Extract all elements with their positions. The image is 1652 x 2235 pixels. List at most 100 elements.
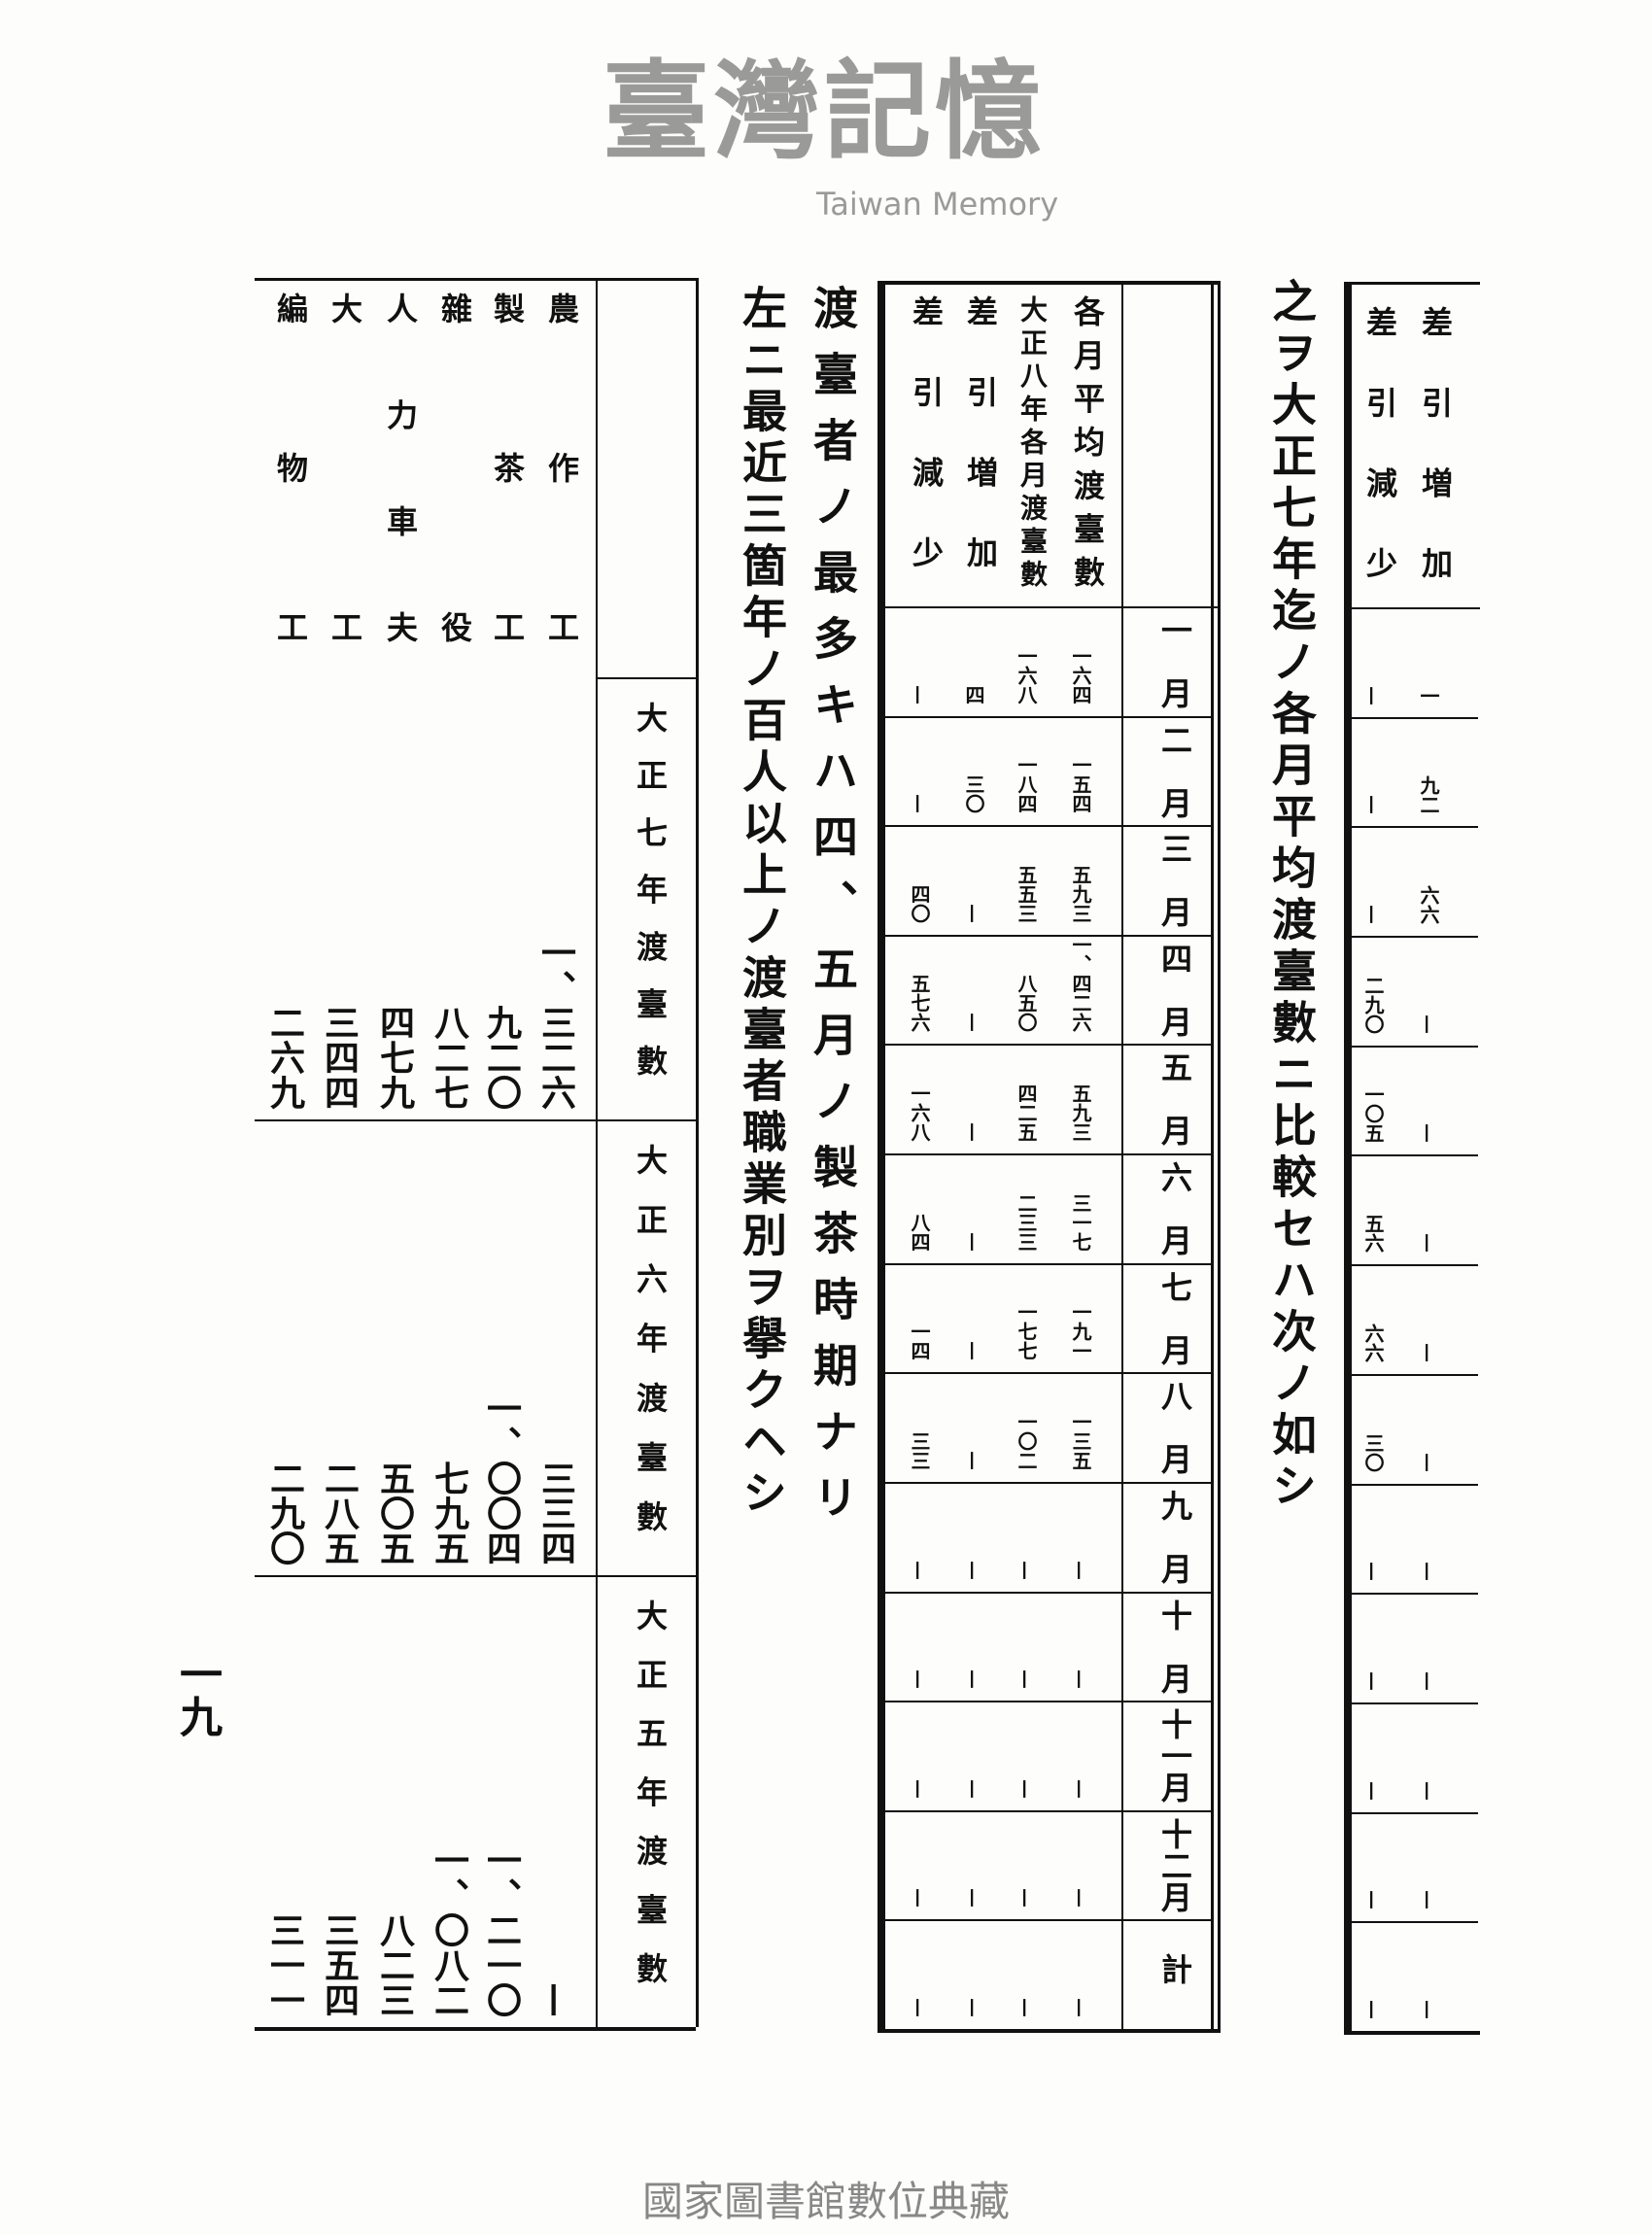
body-text-line-2: 渡臺者ノ最多キハ四、五月ノ製茶時期ナリ	[807, 285, 859, 1540]
table-cell: 三〇	[962, 774, 985, 814]
rule-line	[1344, 2031, 1480, 2035]
table-cell: 一六八	[908, 1083, 931, 1143]
table-cell: 八二七	[429, 1005, 469, 1110]
table-cell: —	[962, 1450, 985, 1470]
table-cell: —	[1417, 1342, 1440, 1362]
table-border-right-outer	[1218, 281, 1221, 2029]
row-divider	[1352, 1483, 1478, 1486]
table-cell: —	[1015, 1669, 1038, 1690]
month-label: 九月	[1156, 1489, 1193, 1584]
column-header: 差引増加	[962, 295, 999, 567]
table-cell: —	[962, 1341, 985, 1361]
column-header: 差引減少	[908, 295, 945, 567]
table-border-right	[696, 278, 699, 2027]
year-label: 大正七年渡臺數	[632, 702, 669, 1076]
rule-line	[1344, 607, 1480, 609]
table-cell: —	[1361, 905, 1385, 925]
row-divider	[885, 1701, 1211, 1703]
year-label: 大正六年渡臺數	[632, 1144, 669, 1531]
table-cell: —	[1361, 2000, 1385, 2019]
table-border-bottom	[255, 2027, 696, 2031]
table-cell: 五九三	[1069, 864, 1092, 923]
table-cell: —	[962, 1231, 985, 1252]
rule-line	[878, 606, 1221, 608]
rule-line	[878, 2029, 1221, 2033]
table-cell: 三〇	[1361, 1432, 1385, 1472]
row-divider	[885, 825, 1211, 828]
table-cell: 一六四	[1069, 645, 1092, 705]
row-divider	[885, 1153, 1211, 1156]
column-header: 差引増加	[1417, 306, 1454, 578]
table-cell: —	[908, 684, 931, 705]
table-cell: 四	[962, 684, 985, 705]
row-divider	[1352, 716, 1478, 719]
table-cell: —	[962, 903, 985, 923]
table-border-top	[255, 278, 696, 281]
table-border-left	[1344, 282, 1352, 2031]
row-divider	[885, 715, 1211, 718]
table-cell: —	[1069, 1888, 1092, 1908]
row-divider	[1352, 1045, 1478, 1048]
table-cell: —	[1069, 1778, 1092, 1799]
footer-credit: 國家圖書館數位典藏	[641, 2178, 1010, 2225]
row-divider	[1352, 1154, 1478, 1157]
table-cell: —	[1361, 685, 1385, 705]
table-cell: —	[1361, 1562, 1385, 1582]
table-cell: —	[962, 1122, 985, 1143]
table-cell: 四七九	[374, 1005, 415, 1110]
table-cell: 六六	[1417, 885, 1440, 925]
table-cell: 八五〇	[1015, 974, 1038, 1033]
table-cell: 一、〇〇四	[481, 1391, 522, 1565]
table-cell: 二三三	[1015, 1192, 1038, 1252]
table-cell: 九二	[1417, 775, 1440, 815]
table-cell: 一九一	[1069, 1302, 1092, 1361]
table-cell: 三五四	[319, 1912, 360, 2017]
table-cell: —	[1069, 1998, 1092, 2017]
row-divider	[885, 1262, 1211, 1265]
table-cell: —	[1015, 1560, 1038, 1580]
table-cell: 五六	[1361, 1214, 1385, 1254]
table-cell: —	[1417, 2000, 1440, 2019]
occupation-header: 大工	[327, 292, 363, 642]
body-text-line-3: 左ニ最近三箇年ノ百人以上ノ渡臺者職業別ヲ擧クヘシ	[736, 285, 788, 1521]
table-cell: —	[908, 1888, 931, 1908]
row-divider	[885, 934, 1211, 937]
table-cell: —	[962, 1778, 985, 1799]
table-cell: —	[962, 1669, 985, 1690]
rule-line	[878, 281, 1221, 285]
table-cell: —	[1417, 1233, 1440, 1254]
table-cell: 五五三	[1015, 864, 1038, 923]
rule-line	[1344, 282, 1480, 285]
table-cell: —	[1069, 1560, 1092, 1580]
table-cell: —	[908, 1669, 931, 1690]
row-divider	[1352, 936, 1478, 939]
occupation-header: 雜役	[436, 292, 473, 642]
table-cell: —	[1417, 1014, 1440, 1034]
column-header: 差引減少	[1361, 306, 1398, 578]
table-cell: 一四	[908, 1322, 931, 1361]
occupation-header: 編物工	[272, 292, 309, 642]
table-cell: 三三	[908, 1430, 931, 1470]
table-cell: —	[1417, 1452, 1440, 1472]
table-cell: 四〇	[908, 883, 931, 923]
month-label: 十一月	[1156, 1708, 1193, 1803]
column-header: 大正八年各月渡臺數	[1016, 295, 1049, 587]
table-cell: 七九五	[429, 1461, 469, 1565]
year-label: 大正五年渡臺數	[632, 1599, 669, 1983]
table-cell: —	[962, 1888, 985, 1908]
table-cell: 一六八	[1015, 645, 1038, 705]
table-cell: —	[1417, 1780, 1440, 1801]
watermark-logo: 臺灣記憶	[602, 49, 1046, 174]
month-label: 四月	[1156, 942, 1193, 1037]
row-divider	[885, 1044, 1211, 1047]
section-divider	[255, 1119, 696, 1121]
month-label: 十月	[1156, 1599, 1193, 1694]
body-text-line-1: 之ヲ大正七年迄ノ各月平均渡臺數ニ比較セハ次ノ如シ	[1265, 278, 1318, 1514]
month-label: 計	[1156, 1953, 1193, 1985]
table-cell: —	[962, 1560, 985, 1580]
table-cell: —	[908, 1560, 931, 1580]
table-border-right-inner	[1211, 281, 1214, 2029]
table-cell: 一、三二六	[535, 935, 576, 1110]
column-header: 各月平均渡臺數	[1069, 295, 1106, 587]
row-divider	[885, 1809, 1211, 1812]
